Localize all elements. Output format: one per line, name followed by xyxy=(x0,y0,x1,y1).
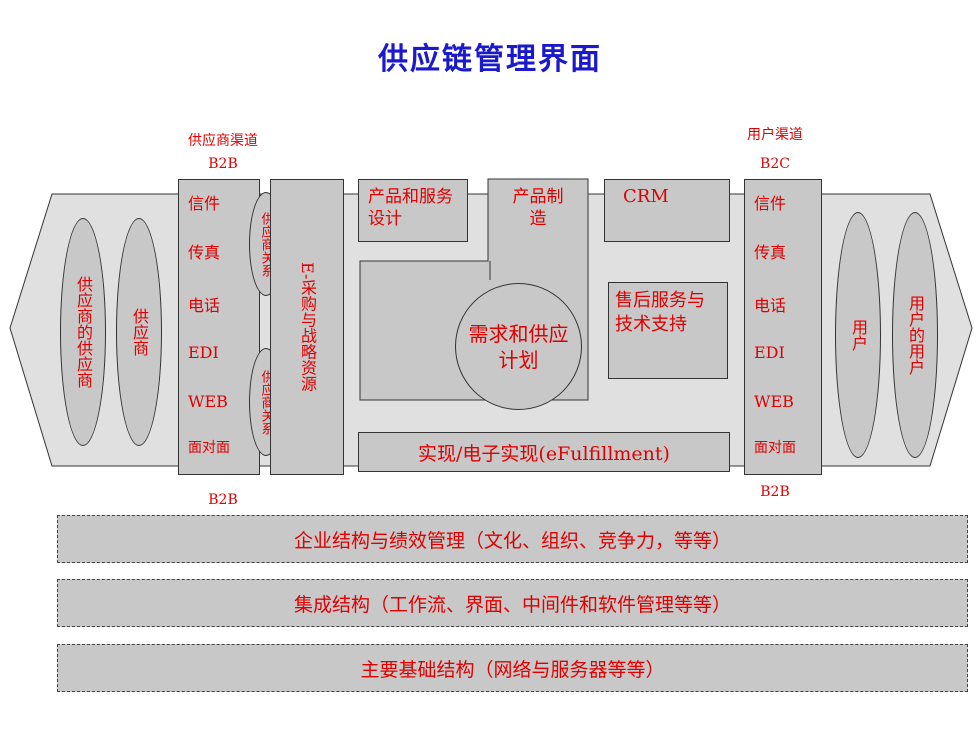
eprocurement-text: E-采购与战略资源 xyxy=(298,262,317,392)
supplier-channel-web: WEB xyxy=(188,392,228,411)
crm-text: CRM xyxy=(623,186,669,207)
after-sales-box: 售后服务与技术支持 xyxy=(608,282,728,379)
user-b2b-bottom-label: B2B xyxy=(760,484,790,500)
supplier-of-supplier-text: 供应商的供应商 xyxy=(74,276,93,388)
user-channel-letter: 信件 xyxy=(754,194,787,213)
product-design-text: 产品和服务设计 xyxy=(368,187,453,229)
user-channel-label: 用户渠道 xyxy=(747,127,803,143)
supplier-channel-phone: 电话 xyxy=(188,296,221,315)
fulfillment-text: 实现/电子实现(eFulfillment) xyxy=(418,442,670,465)
layer-integration-structure: 集成结构（工作流、界面、中间件和软件管理等等） xyxy=(57,579,968,627)
page-title: 供应链管理界面 xyxy=(378,42,602,77)
supplier-b2b-bottom-label: B2B xyxy=(208,492,238,508)
user-channel-phone: 电话 xyxy=(754,296,787,315)
after-sales-text: 售后服务与技术支持 xyxy=(615,290,705,335)
supplier-node: 供应商 xyxy=(116,218,162,446)
user-b2c-label: B2C xyxy=(760,156,790,172)
supplier-channel-fax: 传真 xyxy=(188,243,221,262)
user-channel-face: 面对面 xyxy=(754,440,796,456)
supplier-channel-label: 供应商渠道 xyxy=(188,133,258,149)
user-channel-list: 信件 传真 电话 EDI WEB 面对面 xyxy=(744,179,822,475)
supplier-channel-letter: 信件 xyxy=(188,194,221,213)
crm-box: CRM xyxy=(604,179,730,242)
layer-enterprise-text: 企业结构与绩效管理（文化、组织、竞争力，等等） xyxy=(293,529,731,552)
supplier-of-supplier-node: 供应商的供应商 xyxy=(60,218,106,446)
supplier-text: 供应商 xyxy=(130,308,149,356)
demand-planning-text: 需求和供应计划 xyxy=(468,321,569,372)
user-channel-fax: 传真 xyxy=(754,243,787,262)
layer-infrastructure: 主要基础结构（网络与服务器等等） xyxy=(57,644,968,692)
fulfillment-box: 实现/电子实现(eFulfillment) xyxy=(358,432,730,472)
layer-infrastructure-text: 主要基础结构（网络与服务器等等） xyxy=(360,658,665,681)
user-text: 用户 xyxy=(849,319,868,351)
supplier-relation-bottom-text: 供应商关系 xyxy=(258,369,274,435)
user-channel-edi: EDI xyxy=(754,343,785,362)
user-channel-web: WEB xyxy=(754,392,794,411)
supplier-channel-face: 面对面 xyxy=(188,440,230,456)
layer-enterprise-structure: 企业结构与绩效管理（文化、组织、竞争力，等等） xyxy=(57,515,968,563)
supplier-channel-list: 信件 传真 电话 EDI WEB 面对面 xyxy=(178,179,260,475)
manufacturing-label: 产品制造 xyxy=(488,186,588,230)
layer-integration-text: 集成结构（工作流、界面、中间件和软件管理等等） xyxy=(293,593,731,616)
user-of-user-node: 用户的用户 xyxy=(892,212,938,458)
supplier-relation-top-text: 供应商关系 xyxy=(258,211,274,277)
supplier-b2b-top-label: B2B xyxy=(208,156,238,172)
manufacturing-text: 产品制造 xyxy=(512,187,564,229)
supplier-channel-edi: EDI xyxy=(188,343,219,362)
demand-planning-node: 需求和供应计划 xyxy=(455,283,582,410)
eprocurement-box: E-采购与战略资源 xyxy=(270,179,344,475)
user-node: 用户 xyxy=(835,212,881,458)
product-design-box: 产品和服务设计 xyxy=(358,179,468,242)
user-of-user-text: 用户的用户 xyxy=(906,295,925,375)
